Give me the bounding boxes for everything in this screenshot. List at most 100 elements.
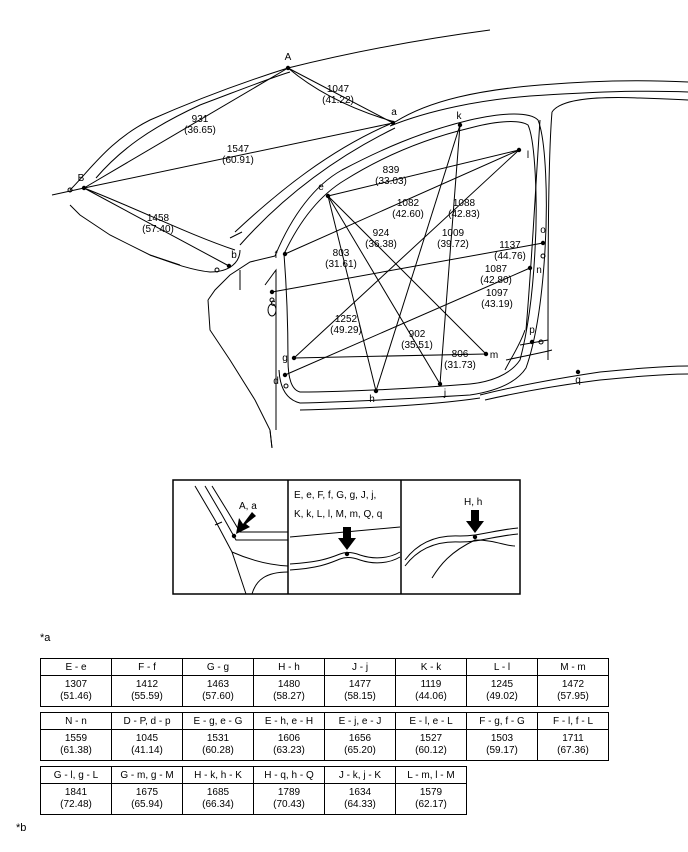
- table-value-cell: 1477 (58.15): [324, 675, 396, 707]
- dimension-mm: 924: [373, 228, 390, 239]
- detail-a-pillar: [194, 485, 289, 595]
- point-label-a: a: [391, 107, 397, 118]
- table-header-cell: D - P, d - p: [111, 712, 183, 730]
- dimension-label: 1097 (43.19): [481, 288, 513, 310]
- point-label-g: g: [282, 353, 288, 364]
- dimension-in: (35.51): [401, 340, 433, 351]
- table-value-cell: 1463 (57.60): [182, 675, 254, 707]
- table-header-cell: J - k, j - K: [324, 766, 396, 784]
- detail-panels: A, a E, e, F, f, G, g, J, j, K, k, L, l,…: [172, 479, 521, 595]
- detail-c-panel-lines: [404, 527, 519, 579]
- point-label-m: m: [490, 350, 498, 361]
- table-value-cell: 1527 (60.12): [395, 729, 467, 761]
- dimension-in: (42.60): [392, 209, 424, 220]
- table-value-cell: 1789 (70.43): [253, 783, 325, 815]
- detail-a-label: A, a: [239, 501, 257, 512]
- dimension-label: 931 (36.65): [184, 114, 216, 136]
- dimension-mm: 1082: [397, 198, 420, 209]
- dimension-label: 1088 (42.83): [448, 198, 480, 220]
- dimension-mm: 1458: [147, 213, 170, 224]
- dimension-in: (31.73): [444, 360, 476, 371]
- dimension-mm: 1088: [453, 198, 476, 209]
- table-value-cell: 1634 (64.33): [324, 783, 396, 815]
- table-value-cell: 1579 (62.17): [395, 783, 467, 815]
- table-value-cell: 1472 (57.95): [537, 675, 609, 707]
- dimension-in: (60.91): [222, 155, 254, 166]
- dimension-label: 1137 (44.76): [494, 240, 526, 262]
- dimension-label: 902 (35.51): [401, 329, 433, 351]
- table-header-cell: H - h: [253, 658, 325, 676]
- body-dimension-diagram: A a B b c d e f g h j k l m n o p q 931 …: [51, 29, 688, 595]
- point-label-k: k: [457, 111, 463, 122]
- dimension-label: 924 (36.38): [365, 228, 397, 250]
- table-header-cell: E - g, e - G: [182, 712, 254, 730]
- dimension-in: (42.83): [448, 209, 480, 220]
- dimension-in: (42.80): [480, 275, 512, 286]
- detail-c-point: [472, 534, 478, 540]
- detail-b-line2: K, k, L, l, M, m, Q, q: [294, 509, 382, 520]
- dimension-label: 1082 (42.60): [392, 198, 424, 220]
- table-header-cell: H - q, h - Q: [253, 766, 325, 784]
- point-label-e: e: [318, 182, 324, 193]
- dimension-mm: 1097: [486, 288, 509, 299]
- table-value-cell: 1656 (65.20): [324, 729, 396, 761]
- dimension-mm: 1137: [499, 240, 521, 251]
- dimension-in: (39.72): [437, 239, 469, 250]
- point-label-n: n: [536, 265, 542, 276]
- dimension-in: (36.38): [365, 239, 397, 250]
- point-label-j: j: [443, 388, 446, 399]
- table-value-cell: 1711 (67.36): [537, 729, 609, 761]
- vehicle-body-outline: [51, 29, 688, 449]
- table-value-cell: 1503 (59.17): [466, 729, 538, 761]
- dimension-label: 1458 (57.40): [142, 213, 174, 235]
- table-value-cell: 1245 (49.02): [466, 675, 538, 707]
- dimension-in: (44.76): [494, 251, 526, 262]
- table-value-cell: 1045 (41.14): [111, 729, 183, 761]
- point-label-h: h: [369, 394, 375, 405]
- dimension-in: (36.65): [184, 125, 216, 136]
- measurement-points: [81, 65, 581, 394]
- dimension-label: 806 (31.73): [444, 349, 476, 371]
- dimension-mm: 839: [383, 165, 400, 176]
- table-header-cell: F - f: [111, 658, 183, 676]
- table-value-cell: 1307 (51.46): [40, 675, 112, 707]
- point-label-c: c: [271, 298, 276, 309]
- point-label-A: A: [285, 52, 292, 63]
- detail-b-arrow-icon: [338, 527, 356, 550]
- table-header-cell: N - n: [40, 712, 112, 730]
- table-value-cell: 1606 (63.23): [253, 729, 325, 761]
- detail-b-line1: E, e, F, f, G, g, J, j,: [294, 490, 376, 501]
- note-b: *b: [16, 822, 27, 834]
- dimension-label: 839 (33.03): [375, 165, 407, 187]
- dimension-mm: 931: [192, 114, 209, 125]
- dimension-in: (41.22): [322, 95, 354, 106]
- point-label-o: o: [540, 225, 546, 236]
- point-label-b: b: [231, 250, 237, 261]
- dimension-label: 1009 (39.72): [437, 228, 469, 250]
- dimension-mm: 803: [333, 248, 350, 259]
- point-label-q: q: [575, 375, 581, 386]
- table-header-cell: E - h, e - H: [253, 712, 325, 730]
- detail-a-point: [231, 533, 237, 539]
- table-header-cell: M - m: [537, 658, 609, 676]
- detail-b-point: [344, 551, 350, 557]
- point-label-B: B: [78, 173, 85, 184]
- dimension-mm: 1087: [485, 264, 508, 275]
- dimension-in: (31.61): [325, 259, 357, 270]
- dimension-lines: [83, 67, 544, 392]
- table-value-cell: 1675 (65.94): [111, 783, 183, 815]
- point-label-p: p: [529, 325, 535, 336]
- dimension-label: 803 (31.61): [325, 248, 357, 270]
- detail-a-arrow-icon: [236, 512, 256, 534]
- table-header-cell: G - m, g - M: [111, 766, 183, 784]
- dimension-mm: 1009: [442, 228, 465, 239]
- table-header-cell: E - j, e - J: [324, 712, 396, 730]
- table-header-cell: G - l, g - L: [40, 766, 112, 784]
- dimension-mm: 806: [452, 349, 469, 360]
- table-header-cell: E - e: [40, 658, 112, 676]
- table-header-cell: J - j: [324, 658, 396, 676]
- dimension-label: 1252 (49.29): [330, 314, 362, 336]
- table-header-cell: H - k, h - K: [182, 766, 254, 784]
- dimension-mm: 1547: [227, 144, 250, 155]
